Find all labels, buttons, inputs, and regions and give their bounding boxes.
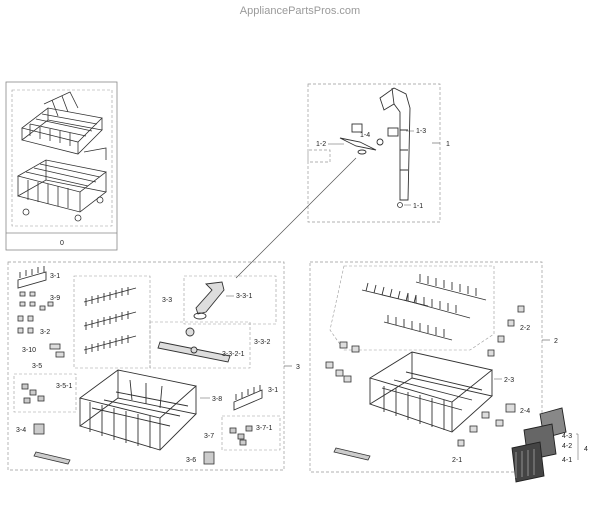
label-3-3: 3-3 bbox=[162, 297, 172, 304]
spray-arm-upper-drawing bbox=[339, 123, 384, 155]
label-2-1: 2-1 bbox=[452, 457, 462, 464]
label-3-3-1: 3-3-1 bbox=[236, 293, 252, 300]
assembly-2-box bbox=[309, 261, 543, 473]
watermark: AppliancePartsPros.com bbox=[239, 5, 361, 17]
label-1-1: 1-1 bbox=[413, 203, 423, 210]
label-2-2: 2-2 bbox=[520, 325, 530, 332]
label-3-5: 3-5 bbox=[32, 363, 42, 370]
tines-upper-box bbox=[329, 265, 495, 351]
part-2-4-drawing bbox=[469, 403, 516, 433]
label-3: 3 bbox=[296, 364, 300, 371]
part-3-8-drawing bbox=[78, 369, 197, 451]
assembly-0-group[interactable]: 0 bbox=[5, 81, 118, 251]
upper-basket-drawing bbox=[21, 91, 103, 155]
rail-drawing bbox=[33, 451, 71, 465]
label-3-4: 3-4 bbox=[16, 427, 26, 434]
part-2-1-drawing bbox=[457, 439, 465, 447]
label-0: 0 bbox=[60, 240, 64, 247]
part-3-3-box bbox=[183, 275, 277, 325]
assembly-2-group[interactable]: 2 2-3 2-2 bbox=[309, 261, 558, 473]
label-2: 2 bbox=[554, 338, 558, 345]
part-3-7-drawing bbox=[229, 425, 253, 446]
assembly-3-group[interactable]: 3 3-1 3-9 3-2 3-10 bbox=[7, 261, 300, 471]
feed-tube-drawing bbox=[379, 87, 411, 201]
label-3-5-1: 3-5-1 bbox=[56, 383, 72, 390]
part-3-3-drawing bbox=[193, 281, 225, 320]
tine-rows-upper-drawing bbox=[361, 274, 487, 341]
assembly-0-box bbox=[5, 81, 118, 251]
label-3-6: 3-6 bbox=[186, 457, 196, 464]
label-3-2: 3-2 bbox=[40, 329, 50, 336]
label-3-1-a: 3-1 bbox=[50, 273, 60, 280]
label-4-2: 4-2 bbox=[562, 443, 572, 450]
label-3-8: 3-8 bbox=[212, 396, 222, 403]
label-3-3-2-1: 3-3-2-1 bbox=[222, 351, 245, 358]
cutlery-basket-drawing bbox=[511, 407, 567, 483]
part-2-2-drawing bbox=[487, 305, 525, 357]
label-2-3: 2-3 bbox=[504, 377, 514, 384]
tines-box bbox=[73, 275, 151, 369]
upper-rail-drawing bbox=[333, 447, 371, 461]
label-2-4: 2-4 bbox=[520, 408, 530, 415]
assembly-1-group[interactable]: 1 1-1 1-2 1-3 1-4 bbox=[307, 83, 450, 223]
part-3-3-2-drawing bbox=[157, 327, 231, 363]
label-1: 1 bbox=[446, 141, 450, 148]
label-1-2: 1-2 bbox=[316, 141, 326, 148]
label-3-7: 3-7 bbox=[204, 433, 214, 440]
tine-rows-drawing bbox=[83, 287, 137, 354]
label-1-3: 1-3 bbox=[416, 128, 426, 135]
label-3-7-1: 3-7-1 bbox=[256, 425, 272, 432]
assembly-0-inner-box bbox=[11, 89, 113, 227]
part-3-9-drawing bbox=[19, 291, 54, 311]
clips-left-drawing bbox=[325, 341, 360, 383]
label-3-9: 3-9 bbox=[50, 295, 60, 302]
part-3-5-drawing bbox=[21, 383, 45, 404]
part-3-3-2-box bbox=[149, 321, 251, 369]
label-3-1-b: 3-1 bbox=[268, 387, 278, 394]
part-2-3-drawing bbox=[368, 351, 494, 433]
part-3-2-drawing bbox=[17, 315, 34, 334]
label-3-10: 3-10 bbox=[22, 347, 36, 354]
label-1-4: 1-4 bbox=[360, 132, 370, 139]
part-3-5-box bbox=[13, 373, 77, 413]
part-3-10-drawing bbox=[49, 343, 65, 358]
part-3-6-drawing bbox=[203, 451, 215, 465]
label-4-3: 4-3 bbox=[562, 433, 572, 440]
connector-line bbox=[235, 157, 357, 279]
assembly-4-group[interactable]: 4-3 4-2 4-1 4 bbox=[511, 407, 588, 483]
label-4: 4 bbox=[584, 446, 588, 453]
label-4-1: 4-1 bbox=[562, 457, 572, 464]
assembly-1-box bbox=[307, 83, 441, 223]
part-3-1-drawing bbox=[17, 266, 47, 289]
part-3-7-box bbox=[221, 415, 281, 451]
label-3-3-2: 3-3-2 bbox=[254, 339, 270, 346]
lower-basket-drawing bbox=[16, 147, 107, 222]
part-3-4-drawing bbox=[33, 423, 45, 435]
part-3-1-right-drawing bbox=[233, 385, 263, 411]
